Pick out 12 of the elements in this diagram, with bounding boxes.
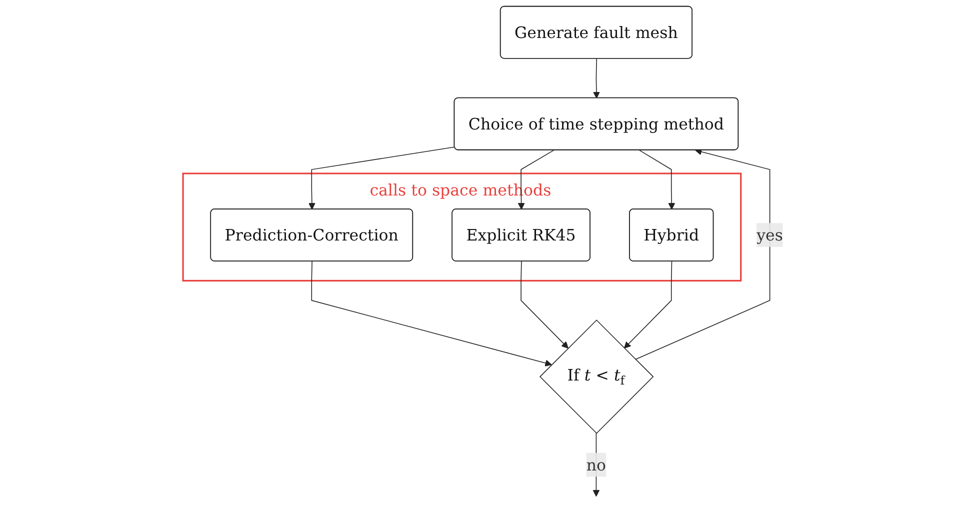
arrow [624,261,672,349]
arrow [518,150,554,210]
arrow [592,432,600,497]
arrow [308,146,456,210]
arrow [311,261,552,366]
arrow [638,150,676,210]
node-diamond: If t < t$_{f}$ [540,320,654,434]
arrow [635,148,770,360]
arrow [593,58,600,98]
edge-label: yes [756,226,783,244]
arrow [520,261,568,349]
edge-label: no [586,455,606,474]
